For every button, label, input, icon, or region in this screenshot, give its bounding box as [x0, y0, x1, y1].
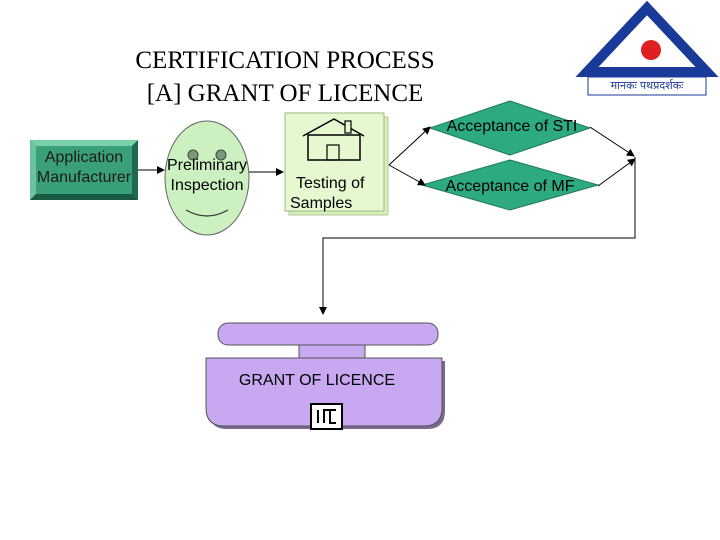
testing-of-samples-label: Testing of Samples [290, 174, 382, 214]
acceptance-sti-diamond [428, 100, 592, 156]
arrow-join-to-grant [319, 157, 636, 315]
application-label-line2: Manufacturer [36, 169, 132, 186]
preliminary-label-line1: Preliminary [166, 157, 247, 174]
preliminary-label-line2: Inspection [170, 177, 244, 194]
acceptance-mf-diamond [420, 159, 600, 211]
arrow-mf-to-join [597, 158, 636, 187]
application-label: Application Manufacturer [26, 148, 142, 188]
testing-label-line1: Testing of [296, 175, 365, 192]
acceptance-sti-label: Acceptance of STI [446, 118, 578, 135]
logo-red-dot [641, 40, 661, 60]
grant-of-licence-platform [205, 322, 445, 430]
grant-of-licence-label: GRANT OF LICENCE [238, 372, 396, 389]
title-line-2: [A] GRANT OF LICENCE [146, 80, 424, 107]
preliminary-inspection-label: Preliminary Inspection [157, 156, 257, 196]
connector-lines [138, 126, 636, 315]
house-icon [302, 118, 365, 161]
testing-label-line2: Samples [290, 195, 353, 212]
isi-mark-icon [310, 403, 343, 430]
preliminary-inspection-face [164, 120, 250, 236]
logo-caption: मानकः पथप्रदर्शकः [610, 80, 684, 92]
arrow-sti-to-join [589, 126, 635, 157]
application-label-line1: Application [44, 149, 124, 166]
acceptance-mf-label: Acceptance of MF [445, 178, 575, 195]
testing-of-samples-box [284, 112, 389, 216]
bis-logo [575, 0, 719, 96]
title-line-1: CERTIFICATION PROCESS [135, 47, 435, 74]
arrow-testing-to-sti [388, 126, 431, 166]
arrow-testing-to-mf [388, 164, 426, 186]
application-manufacturer-box [30, 140, 138, 200]
